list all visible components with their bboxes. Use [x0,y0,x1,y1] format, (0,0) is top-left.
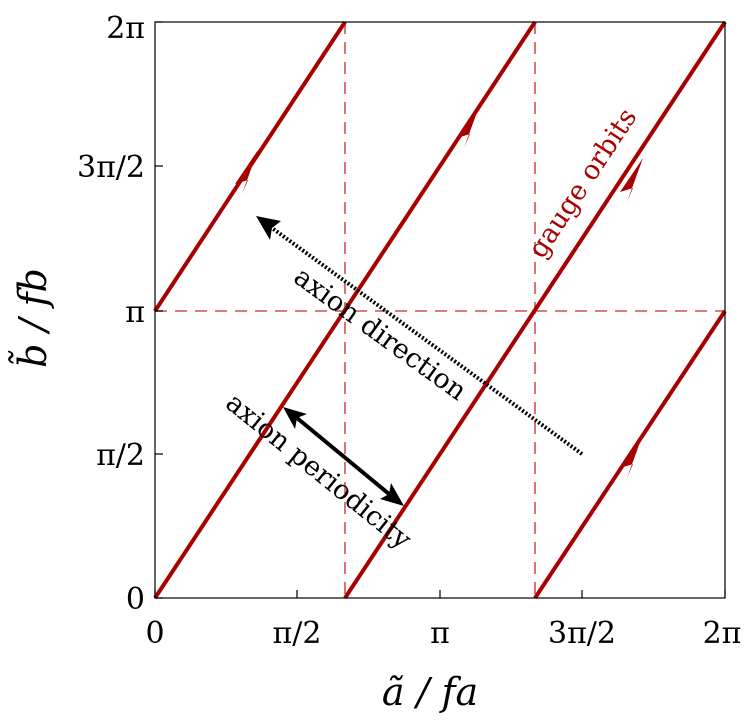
y-axis-label: b̃ / fb [8,268,55,368]
axion-periodicity-arrow [283,407,404,506]
periodicity-arrowhead-start [283,407,307,429]
x-tick-3: 3π/2 [548,616,616,651]
orbit-arrow-4 [620,434,643,478]
tick-marks [154,21,726,599]
y-tick-1: π/2 [96,438,145,473]
orbit-arrowheads [235,104,643,478]
y-tick-3: 3π/2 [77,150,145,185]
periodicity-arrowhead-end [380,483,404,506]
orbit-arrow-3 [620,158,643,202]
orbit-arrow-1 [235,150,258,194]
axion-direction-label: axion direction [288,261,472,407]
guide-lines [155,22,725,598]
x-tick-labels: 0 π/2 π 3π/2 2π [145,616,741,651]
x-tick-1: π/2 [273,616,322,651]
axion-direction-arrowhead [256,216,281,240]
orbit-arrow-2 [457,104,480,148]
gauge-orbit-lines [153,20,727,600]
y-tick-4: 2π [106,11,145,46]
axion-periodicity-label: axion periodicity [220,387,418,556]
x-tick-4: 2π [703,616,742,651]
plot-frame [154,21,726,599]
y-tick-2: π [125,295,145,330]
x-tick-0: 0 [145,616,164,651]
axion-direction-arrow [256,216,584,456]
y-tick-0: 0 [126,582,145,617]
y-tick-labels: 0 π/2 π 3π/2 2π [77,11,145,617]
x-axis-label: ã / fa [382,670,478,714]
orbit-line-3 [343,20,727,600]
x-tick-2: π [430,616,450,651]
